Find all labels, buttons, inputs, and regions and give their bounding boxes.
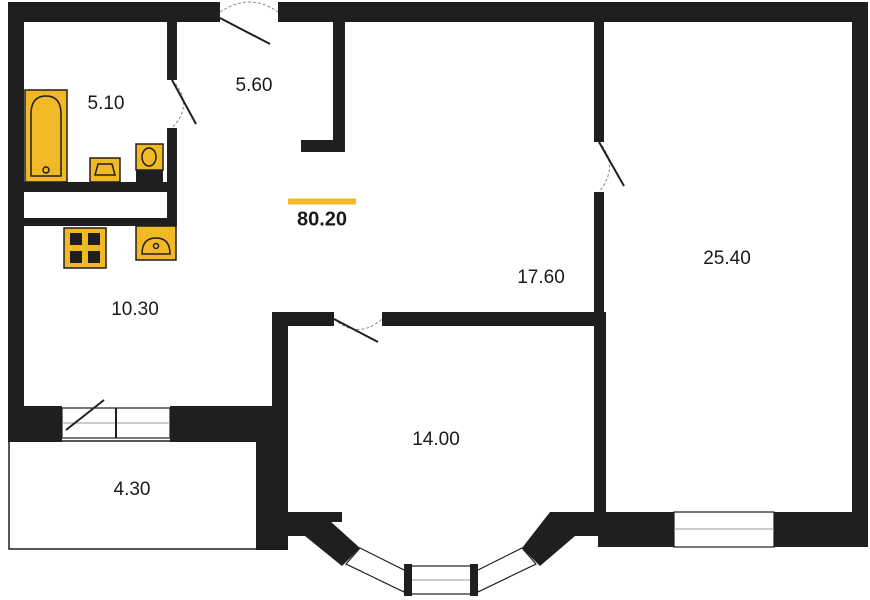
room-area-bathroom: 5.10 [87,93,125,114]
bottom-wall-right-b [774,512,868,547]
total-area-label: 80.20 [296,208,348,231]
interior-walls [24,22,606,566]
top-wall-right [278,2,868,22]
bay-wall-right [522,512,604,566]
entry-door-leaf [219,17,271,45]
bathroom-sink-icon [89,157,121,183]
partition-wall-mid [594,192,604,312]
bathroom-fixtures [24,89,164,183]
bathroom-door-leaf [171,79,197,125]
bedroom-top-wall-right [382,312,606,326]
bay-window-right [473,547,537,593]
kitchen-fixtures [63,225,177,269]
bathroom-wall-lower [167,128,177,226]
partition-wall-upper [594,22,604,142]
left-wall [8,2,24,442]
room-area-hallway: 5.60 [235,75,273,96]
bedroom-large-door-swing [598,141,610,193]
balcony-outline [8,440,258,550]
bedroom-door-swing [333,318,383,330]
bathroom-door-swing [171,79,184,129]
outer-walls [8,2,868,547]
room-area-balcony: 4.30 [113,479,151,500]
total-area-accent-bar [288,198,356,205]
partition-wall-lower [594,312,606,512]
room-area-bedroom-large: 25.40 [703,248,751,269]
bathroom-wall-upper [167,22,177,80]
kitchen-bottom-wall-left [24,406,62,442]
bay-window-left [345,547,409,593]
room-area-kitchen: 10.30 [111,299,159,320]
total-area-block: 80.20 [288,198,356,232]
windows [61,407,775,596]
room-area-living-room: 17.60 [517,267,565,288]
balcony-door-leaf [65,399,105,431]
doors [65,1,625,431]
hall-stub-return [301,140,345,152]
room-area-bedroom: 14.00 [412,429,460,450]
bedroom-large-door-leaf [598,141,625,187]
top-wall-left [8,2,220,22]
bay-wall-left [272,512,360,566]
hall-stub-wall [333,22,345,150]
right-wall [852,2,868,547]
bathroom-bottom-wall [24,182,177,192]
bottom-wall-right-a [598,512,674,547]
bedroom-door-leaf [333,318,379,343]
entry-door-swing [219,1,279,13]
kitchen-niche-wall [24,218,177,226]
